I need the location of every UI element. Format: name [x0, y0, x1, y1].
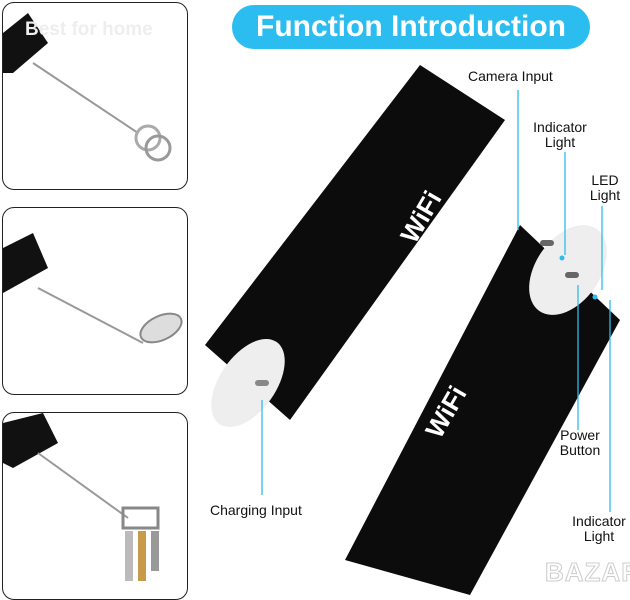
panel-ring-hook: Best for home — [2, 2, 188, 190]
leader-lines — [261, 90, 611, 512]
label-camera-input: Camera Input — [468, 68, 553, 84]
label-indicator-light-top: Indicator Light — [533, 119, 587, 150]
page-title: Function Introduction — [232, 5, 590, 49]
ring-hook-image — [3, 13, 172, 162]
corner-watermark: BAZAR — [545, 557, 630, 588]
label-indicator-light-bottom: Indicator Light — [572, 513, 626, 544]
label-charging-input: Charging Input — [210, 502, 302, 518]
keys-image — [3, 413, 160, 581]
label-power-button: Power Button — [559, 427, 601, 458]
label-led-light: LED Light — [589, 172, 621, 203]
mirror-image — [3, 233, 183, 344]
panel-mirror — [2, 207, 188, 395]
watermark: Best for home — [25, 19, 153, 40]
device-front: WiFi — [205, 65, 505, 427]
device-back: WiFi — [345, 225, 620, 595]
